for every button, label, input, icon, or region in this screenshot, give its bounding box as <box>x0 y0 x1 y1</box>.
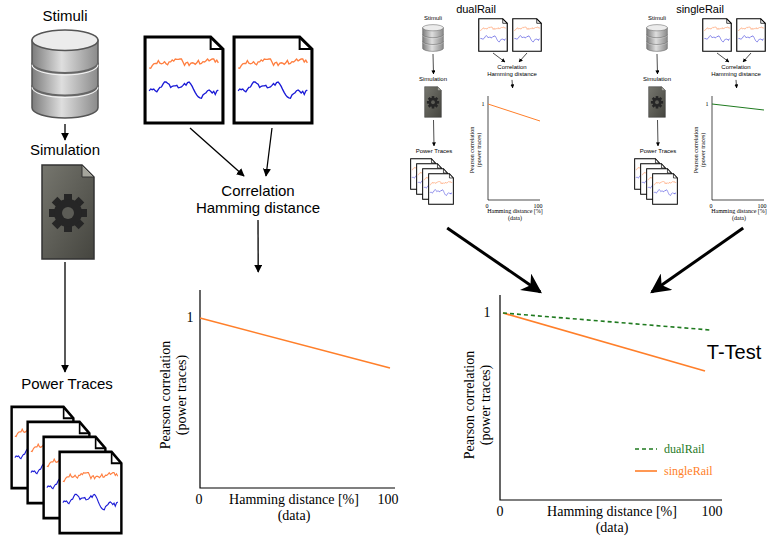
axis-label: Pearson correlation (power traces) <box>462 338 494 473</box>
text-label: 1 <box>187 310 194 326</box>
dualrail-mini-figure <box>411 19 542 205</box>
process-label: Correlation Hamming distance <box>190 178 326 220</box>
text-label: Stimuli <box>42 7 87 24</box>
group-panel: singleRailStimuliSimulationPower Traces C… <box>628 0 771 228</box>
figure-part <box>635 19 766 205</box>
text-label: 100 <box>378 492 399 508</box>
text-label: 0 <box>497 504 504 520</box>
text-label: Simulation <box>30 141 100 158</box>
chart-node: 1 0 100 Pearson correlation (power traces) H… <box>150 272 401 534</box>
correlation-line <box>488 104 540 121</box>
text-label: Correlation Hamming distance <box>709 64 763 78</box>
text-label: 1 <box>482 101 485 108</box>
text-label: singleRail <box>630 3 770 16</box>
flow-arrow <box>657 54 659 74</box>
singlerail-mini-figure <box>635 19 766 205</box>
legend-sample <box>634 467 658 475</box>
text-label: Correlation Hamming distance <box>192 182 324 217</box>
power-trace-stack <box>12 407 122 533</box>
text-label: Power Traces <box>640 148 677 155</box>
figure-part <box>42 165 94 259</box>
text-label: Hamming distance [%] (data) <box>219 492 369 524</box>
correlation-line <box>712 104 764 110</box>
legend-item: dualRail <box>634 438 713 460</box>
dualrail-line <box>503 313 710 330</box>
text-label: Hamming distance [%] (data) <box>537 504 687 536</box>
chart-node: 10100Pearson correlation (power traces)H… <box>690 88 769 224</box>
icon-node: Power Traces <box>5 372 130 540</box>
text-label: Simulation <box>419 76 447 83</box>
legend-line <box>635 470 657 472</box>
figure-part <box>145 37 223 123</box>
axis-label: Pearson correlation (power traces) <box>469 119 483 181</box>
text-label: T-Test <box>707 341 761 364</box>
icon-node: Simulation <box>642 74 673 120</box>
icon-node: Stimuli <box>642 13 672 54</box>
flow-arrow <box>736 80 738 88</box>
icon-node: Simulation <box>25 140 105 262</box>
process-label: Correlation Hamming distance <box>482 63 542 80</box>
icon-node: Power Traces <box>406 146 462 208</box>
chart-node: 1 0 100 Pearson correlation (power traces) H… <box>462 292 763 538</box>
icon-node: Stimuli <box>20 6 110 124</box>
axis-label: Pearson correlation (power traces) <box>693 119 707 181</box>
flow-arrow <box>64 262 65 372</box>
process-label: Correlation Hamming distance <box>706 63 766 80</box>
figure-part <box>266 128 272 176</box>
figure-part <box>411 19 542 205</box>
figure-part <box>200 290 395 488</box>
text-label: 1 <box>706 101 709 108</box>
legend-text: dualRail <box>664 442 705 457</box>
icon-node: Stimuli <box>418 13 448 54</box>
text-label: Power Traces <box>21 375 113 392</box>
text-label: Hamming distance [%] (data) <box>487 208 543 222</box>
text-label: Correlation Hamming distance <box>485 64 539 78</box>
text-label: 0 <box>196 492 203 508</box>
text-label: Stimuli <box>648 15 666 22</box>
text-label: 100 <box>702 504 723 520</box>
legend-item: singleRail <box>634 460 713 482</box>
axis-label: Pearson correlation (power traces) <box>158 328 190 463</box>
text-label: Stimuli <box>424 15 442 22</box>
stimuli-database-icon <box>32 30 98 118</box>
trace-documents <box>145 37 312 176</box>
flow-arrow <box>433 54 435 74</box>
text-label: Hamming distance [%] (data) <box>711 208 767 222</box>
flow-arrow <box>257 220 259 272</box>
legend-line <box>635 448 657 450</box>
text-label: Power Traces <box>416 148 453 155</box>
flow-arrow <box>64 124 65 140</box>
legend-sample <box>634 445 658 453</box>
flow-arrow <box>512 80 514 88</box>
text-label: Simulation <box>643 76 671 83</box>
flow-arrow <box>652 228 743 292</box>
group-panel: dualRailStimuliSimulationPower Traces Cor… <box>404 0 548 228</box>
figure-part <box>190 128 244 176</box>
legend-text: singleRail <box>664 464 713 479</box>
flow-arrow <box>447 228 540 292</box>
figure-part <box>32 30 98 118</box>
figure-part <box>500 295 722 500</box>
chart-node: 10100Pearson correlation (power traces)H… <box>466 88 545 224</box>
figure-part <box>234 37 312 123</box>
chart-axes <box>200 290 395 488</box>
simulation-gear-icon <box>42 165 94 259</box>
figure-part <box>60 452 122 533</box>
text-label: 1 <box>484 305 491 321</box>
legend: dualRail singleRail <box>634 438 713 482</box>
flow-arrow <box>657 120 659 146</box>
text-label: dualRail <box>406 3 546 16</box>
correlation-line <box>200 318 390 368</box>
ttest-chart-axes <box>500 295 722 500</box>
icon-node: Power Traces <box>630 146 686 208</box>
icon-node: Simulation <box>418 74 449 120</box>
flow-arrow <box>433 120 435 146</box>
